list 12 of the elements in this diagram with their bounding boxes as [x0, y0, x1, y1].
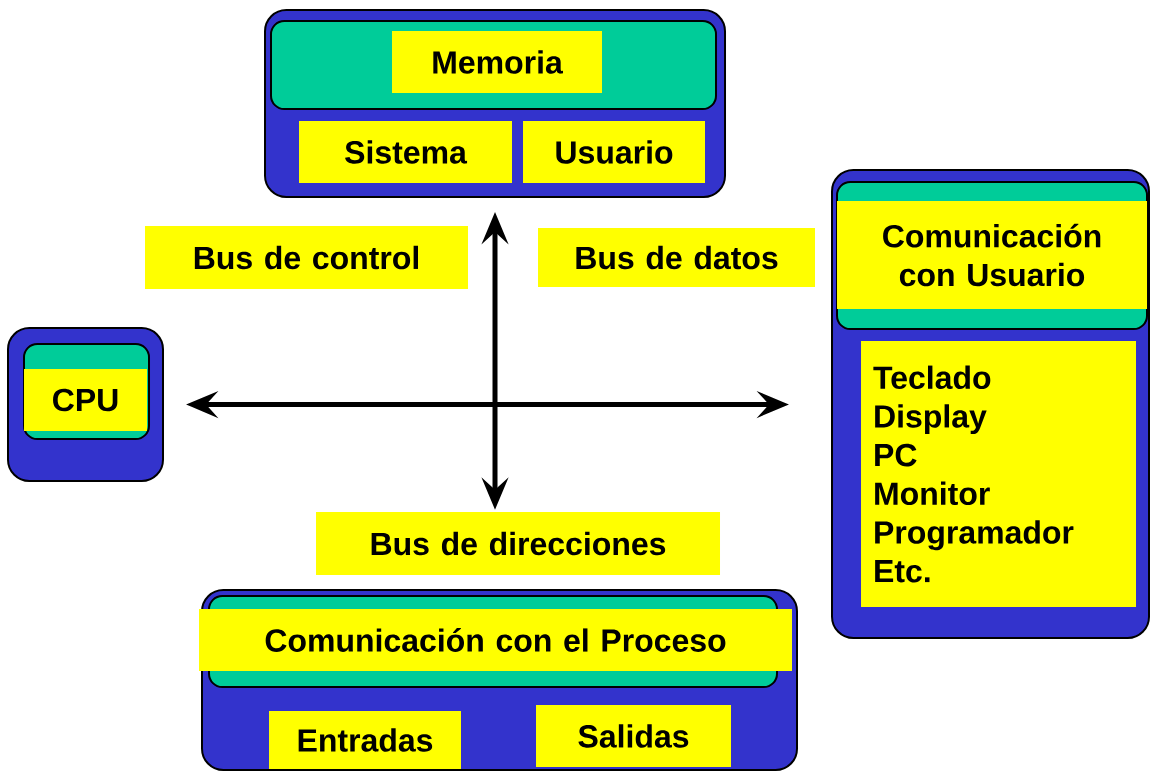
bus-label: Bus de control	[145, 226, 468, 289]
heading-band: Comunicación con Usuario	[836, 181, 1148, 330]
item-box: Entradas	[269, 711, 461, 769]
item-box: Usuario	[523, 121, 705, 183]
bus-label: Bus de datos	[538, 228, 815, 287]
heading-band: Comunicación con el Proceso	[199, 595, 792, 688]
heading-band: Memoria	[270, 20, 717, 110]
item-box: Salidas	[536, 705, 731, 767]
heading-band: CPU	[23, 343, 150, 440]
bus-label: Bus de direcciones	[316, 512, 720, 575]
item-box: Sistema	[299, 121, 512, 183]
item-list: Teclado Display PC Monitor Programador Etc.	[861, 341, 1136, 607]
